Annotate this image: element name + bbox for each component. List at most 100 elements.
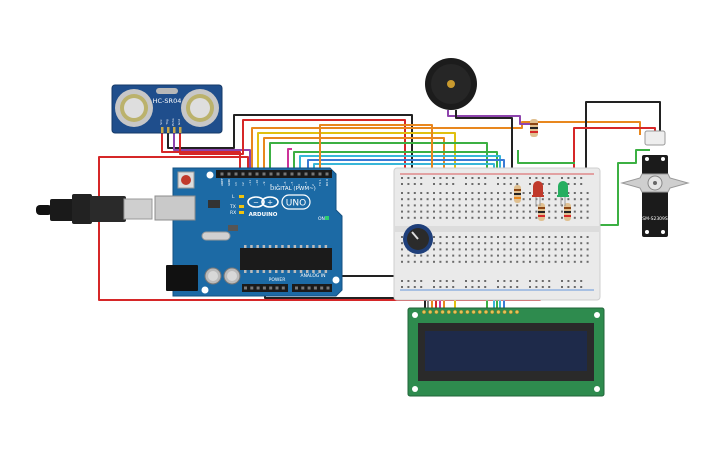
bb-hole (554, 248, 557, 251)
bb-hole (426, 216, 429, 219)
bb-hole (567, 236, 570, 238)
bb-hole (503, 204, 506, 207)
bb-hole (465, 198, 467, 201)
bb-hole (548, 260, 551, 263)
bb-hole (580, 198, 583, 201)
chip-pin (306, 270, 309, 273)
analog-pin-hole (307, 286, 311, 290)
bb-hole (471, 254, 474, 257)
bb-hole (413, 216, 416, 219)
bb-hole (458, 192, 461, 194)
bb-hole (497, 254, 499, 257)
bb-hole (458, 260, 461, 263)
header-hole (227, 172, 231, 176)
lcd-pin (465, 309, 470, 315)
bb-hole (465, 204, 467, 207)
bb-hole (580, 236, 583, 238)
bb-hole (522, 260, 525, 263)
bb-hole (509, 280, 512, 282)
bb-hole (477, 236, 480, 238)
bb-hole (433, 254, 435, 257)
chip-pin (287, 245, 290, 248)
bb-hole (426, 204, 429, 207)
digital-pin-label: AREF (220, 178, 224, 186)
bb-hole (503, 286, 506, 288)
chip-pin (318, 245, 321, 248)
bb-hole (509, 210, 512, 213)
bb-hole (516, 242, 519, 245)
bb-hole (529, 260, 531, 263)
bb-hole (567, 177, 570, 179)
bb-hole (420, 254, 423, 257)
bb-hole (401, 248, 403, 251)
digital-pin-label: TX 1 (318, 179, 322, 187)
servo-model-label: SM-S2309S (642, 216, 668, 222)
bb-hole (477, 260, 480, 263)
bb-hole (439, 248, 442, 251)
bb-hole (567, 248, 570, 251)
bb-hole (522, 198, 525, 201)
bb-hole (465, 280, 467, 282)
bb-hole (586, 198, 589, 201)
bb-hole (401, 236, 403, 238)
bb-hole (529, 242, 531, 245)
bb-hole (561, 216, 563, 219)
bb-hole (490, 216, 493, 219)
breadboard (393, 167, 601, 301)
bb-hole (477, 204, 480, 207)
digital-pin-label: ~10 (255, 180, 259, 186)
bb-hole (516, 286, 519, 288)
bb-hole (548, 286, 551, 288)
bb-hole (401, 210, 403, 213)
bb-hole (509, 198, 512, 201)
bb-hole (522, 210, 525, 213)
bb-hole (586, 254, 589, 257)
bb-hole (465, 260, 467, 263)
bb-hole (541, 177, 544, 179)
bb-hole (401, 216, 403, 219)
analog-pin-hole (295, 286, 298, 290)
bb-hole (465, 192, 467, 194)
bb-hole (529, 192, 531, 194)
bb-hole (509, 260, 512, 263)
chip-pin (275, 270, 278, 273)
chip-pin (268, 245, 272, 248)
bb-hole (516, 236, 519, 238)
bb-hole (548, 280, 551, 282)
bb-hole (439, 210, 442, 213)
bb-hole (452, 216, 455, 219)
bb-hole (522, 204, 525, 207)
lcd-pin (440, 309, 445, 315)
bb-hole (522, 216, 525, 219)
bb-hole (580, 192, 583, 194)
bb-hole (586, 248, 589, 251)
lcd-pin (452, 309, 458, 315)
bb-hole (573, 254, 576, 257)
bb-hole (509, 204, 512, 207)
bb-hole (529, 280, 531, 282)
chip-pin (324, 270, 328, 273)
bb-hole (567, 280, 570, 282)
bb-hole (548, 183, 551, 185)
bb-hole (407, 254, 410, 257)
tx-led-label: TX (229, 204, 236, 210)
lcd-pin (459, 309, 464, 315)
bb-hole (471, 192, 474, 194)
bb-hole (535, 286, 538, 288)
bb-hole (484, 248, 487, 251)
bb-hole (458, 204, 461, 207)
bb-hole (471, 177, 474, 179)
header-hole (304, 172, 308, 176)
bb-hole (420, 183, 423, 185)
bb-hole (484, 192, 487, 194)
lcd-pin (421, 309, 427, 315)
bb-hole (426, 260, 429, 263)
bb-hole (445, 280, 448, 282)
chip-pin (268, 270, 272, 273)
bb-hole (471, 236, 474, 238)
bb-hole (554, 192, 557, 194)
bb-hole (509, 177, 512, 179)
bb-hole (580, 242, 583, 245)
bb-hole (439, 254, 442, 257)
